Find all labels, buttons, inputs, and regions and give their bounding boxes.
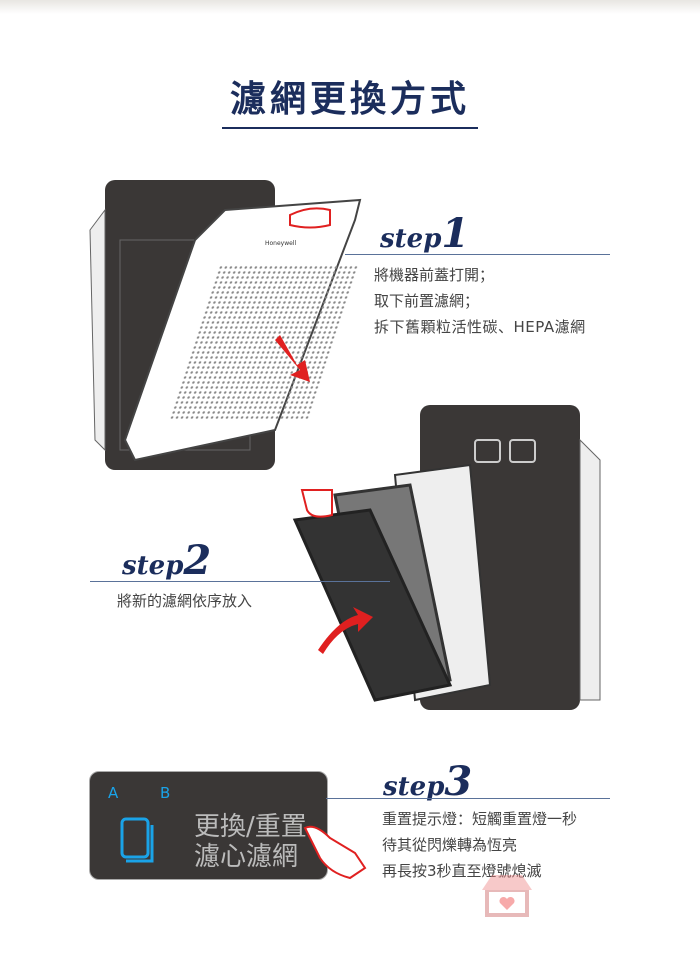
step1-heading: step1 bbox=[380, 210, 470, 257]
step1-divider bbox=[345, 254, 610, 255]
hand-icon bbox=[289, 207, 331, 229]
indicator-b: B bbox=[160, 784, 171, 802]
brand-label: Honeywell bbox=[265, 240, 296, 247]
top-bar bbox=[0, 0, 700, 14]
step2-illustration bbox=[292, 405, 601, 710]
hand-icon bbox=[300, 489, 333, 518]
step3-heading: step3 bbox=[383, 758, 473, 805]
step2-heading: step2 bbox=[122, 537, 212, 584]
pointing-hand-icon bbox=[303, 825, 367, 880]
filter-icon bbox=[120, 817, 154, 863]
step3-divider bbox=[326, 798, 610, 799]
step2-text: 將新的濾網依序放入 bbox=[117, 592, 253, 610]
curved-arrow-icon bbox=[318, 607, 373, 654]
step3-text: 重置提示燈：短觸重置燈一秒待其從閃爍轉為恆亮再長按3秒直至燈號熄滅 bbox=[382, 810, 578, 880]
control-panel: A B 更換/重置濾心濾網 bbox=[89, 771, 328, 880]
reset-filter-button[interactable]: 更換/重置濾心濾網 bbox=[194, 812, 307, 872]
step1-text: 將機器前蓋打開；取下前置濾網；拆下舊顆粒活性碳、HEPA濾網 bbox=[374, 266, 586, 336]
step2-divider bbox=[90, 581, 390, 582]
arrow-icon bbox=[275, 335, 310, 382]
title-underline bbox=[222, 127, 478, 129]
step1-illustration: Honeywell bbox=[89, 180, 362, 470]
indicator-a: A bbox=[108, 784, 119, 802]
watermark-logo bbox=[482, 870, 532, 929]
page-title: 濾網更換方式 bbox=[229, 79, 470, 120]
